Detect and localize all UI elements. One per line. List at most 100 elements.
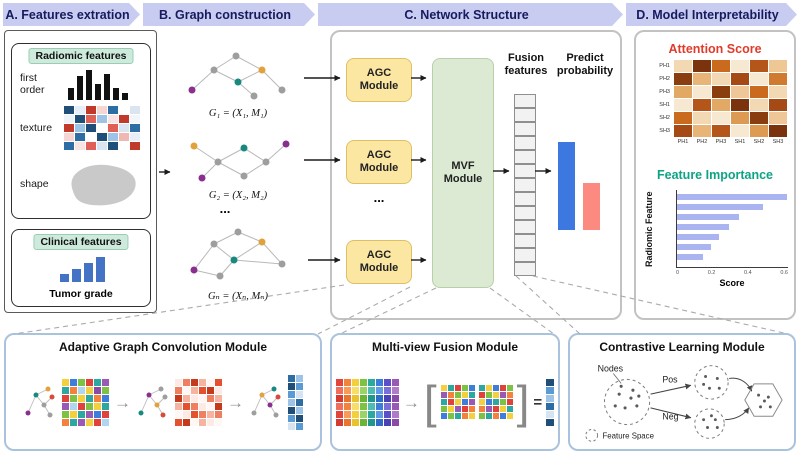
grid-cell [175, 394, 182, 402]
grid-cell [86, 394, 93, 402]
grid-cell [70, 378, 77, 386]
feature-space-legend: Feature Space [603, 431, 655, 440]
tick-label: PH3 [715, 139, 727, 145]
grid-cell [447, 399, 454, 405]
grid-cell [674, 60, 692, 72]
graph-gn-nodes [190, 228, 286, 280]
grid-cell [712, 125, 730, 137]
grid-cell [335, 410, 343, 418]
grid-cell [391, 394, 399, 402]
graph-g1-label: G₁ = (X₁, M₁) [208, 108, 268, 119]
grid-cell [391, 418, 399, 426]
grid-cell [288, 422, 295, 430]
grid-cell [514, 178, 536, 192]
grid-cell [191, 394, 198, 402]
tick-label: SH2 [659, 115, 670, 121]
contrastive-diagram: Nodes Pos Neg [585, 364, 783, 442]
grid-cell [367, 410, 375, 418]
panel-network-structure: AGC Module AGC Module ... AGC Module MVF… [330, 30, 622, 320]
bar [96, 257, 105, 282]
grid-cell [108, 124, 118, 132]
grid-cell [94, 394, 101, 402]
grid-cell [383, 402, 391, 410]
grid-cell [514, 234, 536, 248]
mini-graph [138, 386, 168, 418]
clinical-features-title: Clinical features [33, 234, 129, 250]
grid-cell [108, 142, 118, 150]
grid-cell [440, 406, 447, 412]
grid-cell [296, 398, 303, 406]
grid-cell [70, 402, 77, 410]
grid-cell [447, 385, 454, 391]
banner-features-extraction: A. Features extration [3, 3, 140, 26]
grid-cell [70, 386, 77, 394]
grid-cell [86, 142, 96, 150]
grid-cell [693, 73, 711, 85]
agc-module-2: AGC Module [346, 140, 412, 184]
agc-module-n: AGC Module [346, 240, 412, 284]
grid-cell [375, 402, 383, 410]
first-order-bar-chart [68, 68, 128, 100]
grid-cell [492, 392, 499, 398]
grid-cell [461, 385, 468, 391]
mvf-module: MVF Module [432, 58, 494, 288]
nodes-label: Nodes [598, 364, 624, 374]
output-embedding-matrix [288, 374, 303, 430]
agc-detail-box: Adaptive Graph Convolution Module → → [4, 333, 322, 451]
grid-cell [359, 378, 367, 386]
tick-label: PH1 [659, 63, 670, 69]
grid-cell [674, 73, 692, 85]
grid-cell [86, 386, 93, 394]
grid-cell [769, 112, 787, 124]
grid-cell [207, 378, 214, 386]
grid-cell [183, 418, 190, 426]
graph-g1-nodes [188, 52, 286, 100]
grid-cell [102, 418, 109, 426]
agc-ellipsis: ... [373, 190, 385, 205]
grid-cell [769, 60, 787, 72]
grid-cell [288, 406, 295, 414]
grid-cell [62, 410, 69, 418]
graph-g1 [188, 52, 286, 100]
importance-ylabel: Radiomic Feature [644, 191, 654, 267]
grid-cell [64, 115, 74, 123]
grid-cell [440, 385, 447, 391]
grid-cell [215, 410, 222, 418]
negative-node-set [694, 408, 725, 439]
grid-cell [175, 378, 182, 386]
tick-label: SH3 [772, 139, 784, 145]
grid-cell [70, 394, 77, 402]
grid-cell [94, 410, 101, 418]
positive-node-set [694, 365, 729, 400]
bar [84, 263, 93, 282]
negative-dots [702, 414, 719, 429]
grid-cell [447, 392, 454, 398]
grid-cell [183, 410, 190, 418]
grid-cell [492, 399, 499, 405]
grid-cell [375, 394, 383, 402]
grid-cell [64, 133, 74, 141]
tick-label: 0.4 [744, 270, 752, 276]
updated-feature-matrix [175, 378, 222, 426]
grid-cell [94, 386, 101, 394]
grid-cell [62, 386, 69, 394]
grid-cell [674, 86, 692, 98]
grid-cell [674, 112, 692, 124]
grid-cell [468, 406, 475, 412]
grid-cell [367, 402, 375, 410]
graph-gn [190, 228, 286, 280]
grid-cell [119, 124, 129, 132]
grid-cell [343, 418, 351, 426]
grid-cell [62, 394, 69, 402]
grid-cell [693, 60, 711, 72]
grid-cell [175, 418, 182, 426]
grid-cell [546, 386, 555, 394]
grid-cell [175, 386, 182, 394]
grid-cell [183, 402, 190, 410]
grid-cell [191, 402, 198, 410]
grid-cell [175, 410, 182, 418]
radiomic-features-title: Radiomic features [28, 48, 134, 64]
bar [122, 93, 128, 100]
radiomic-features-box: Radiomic features first order texture sh… [11, 43, 151, 219]
grid-cell [199, 410, 206, 418]
